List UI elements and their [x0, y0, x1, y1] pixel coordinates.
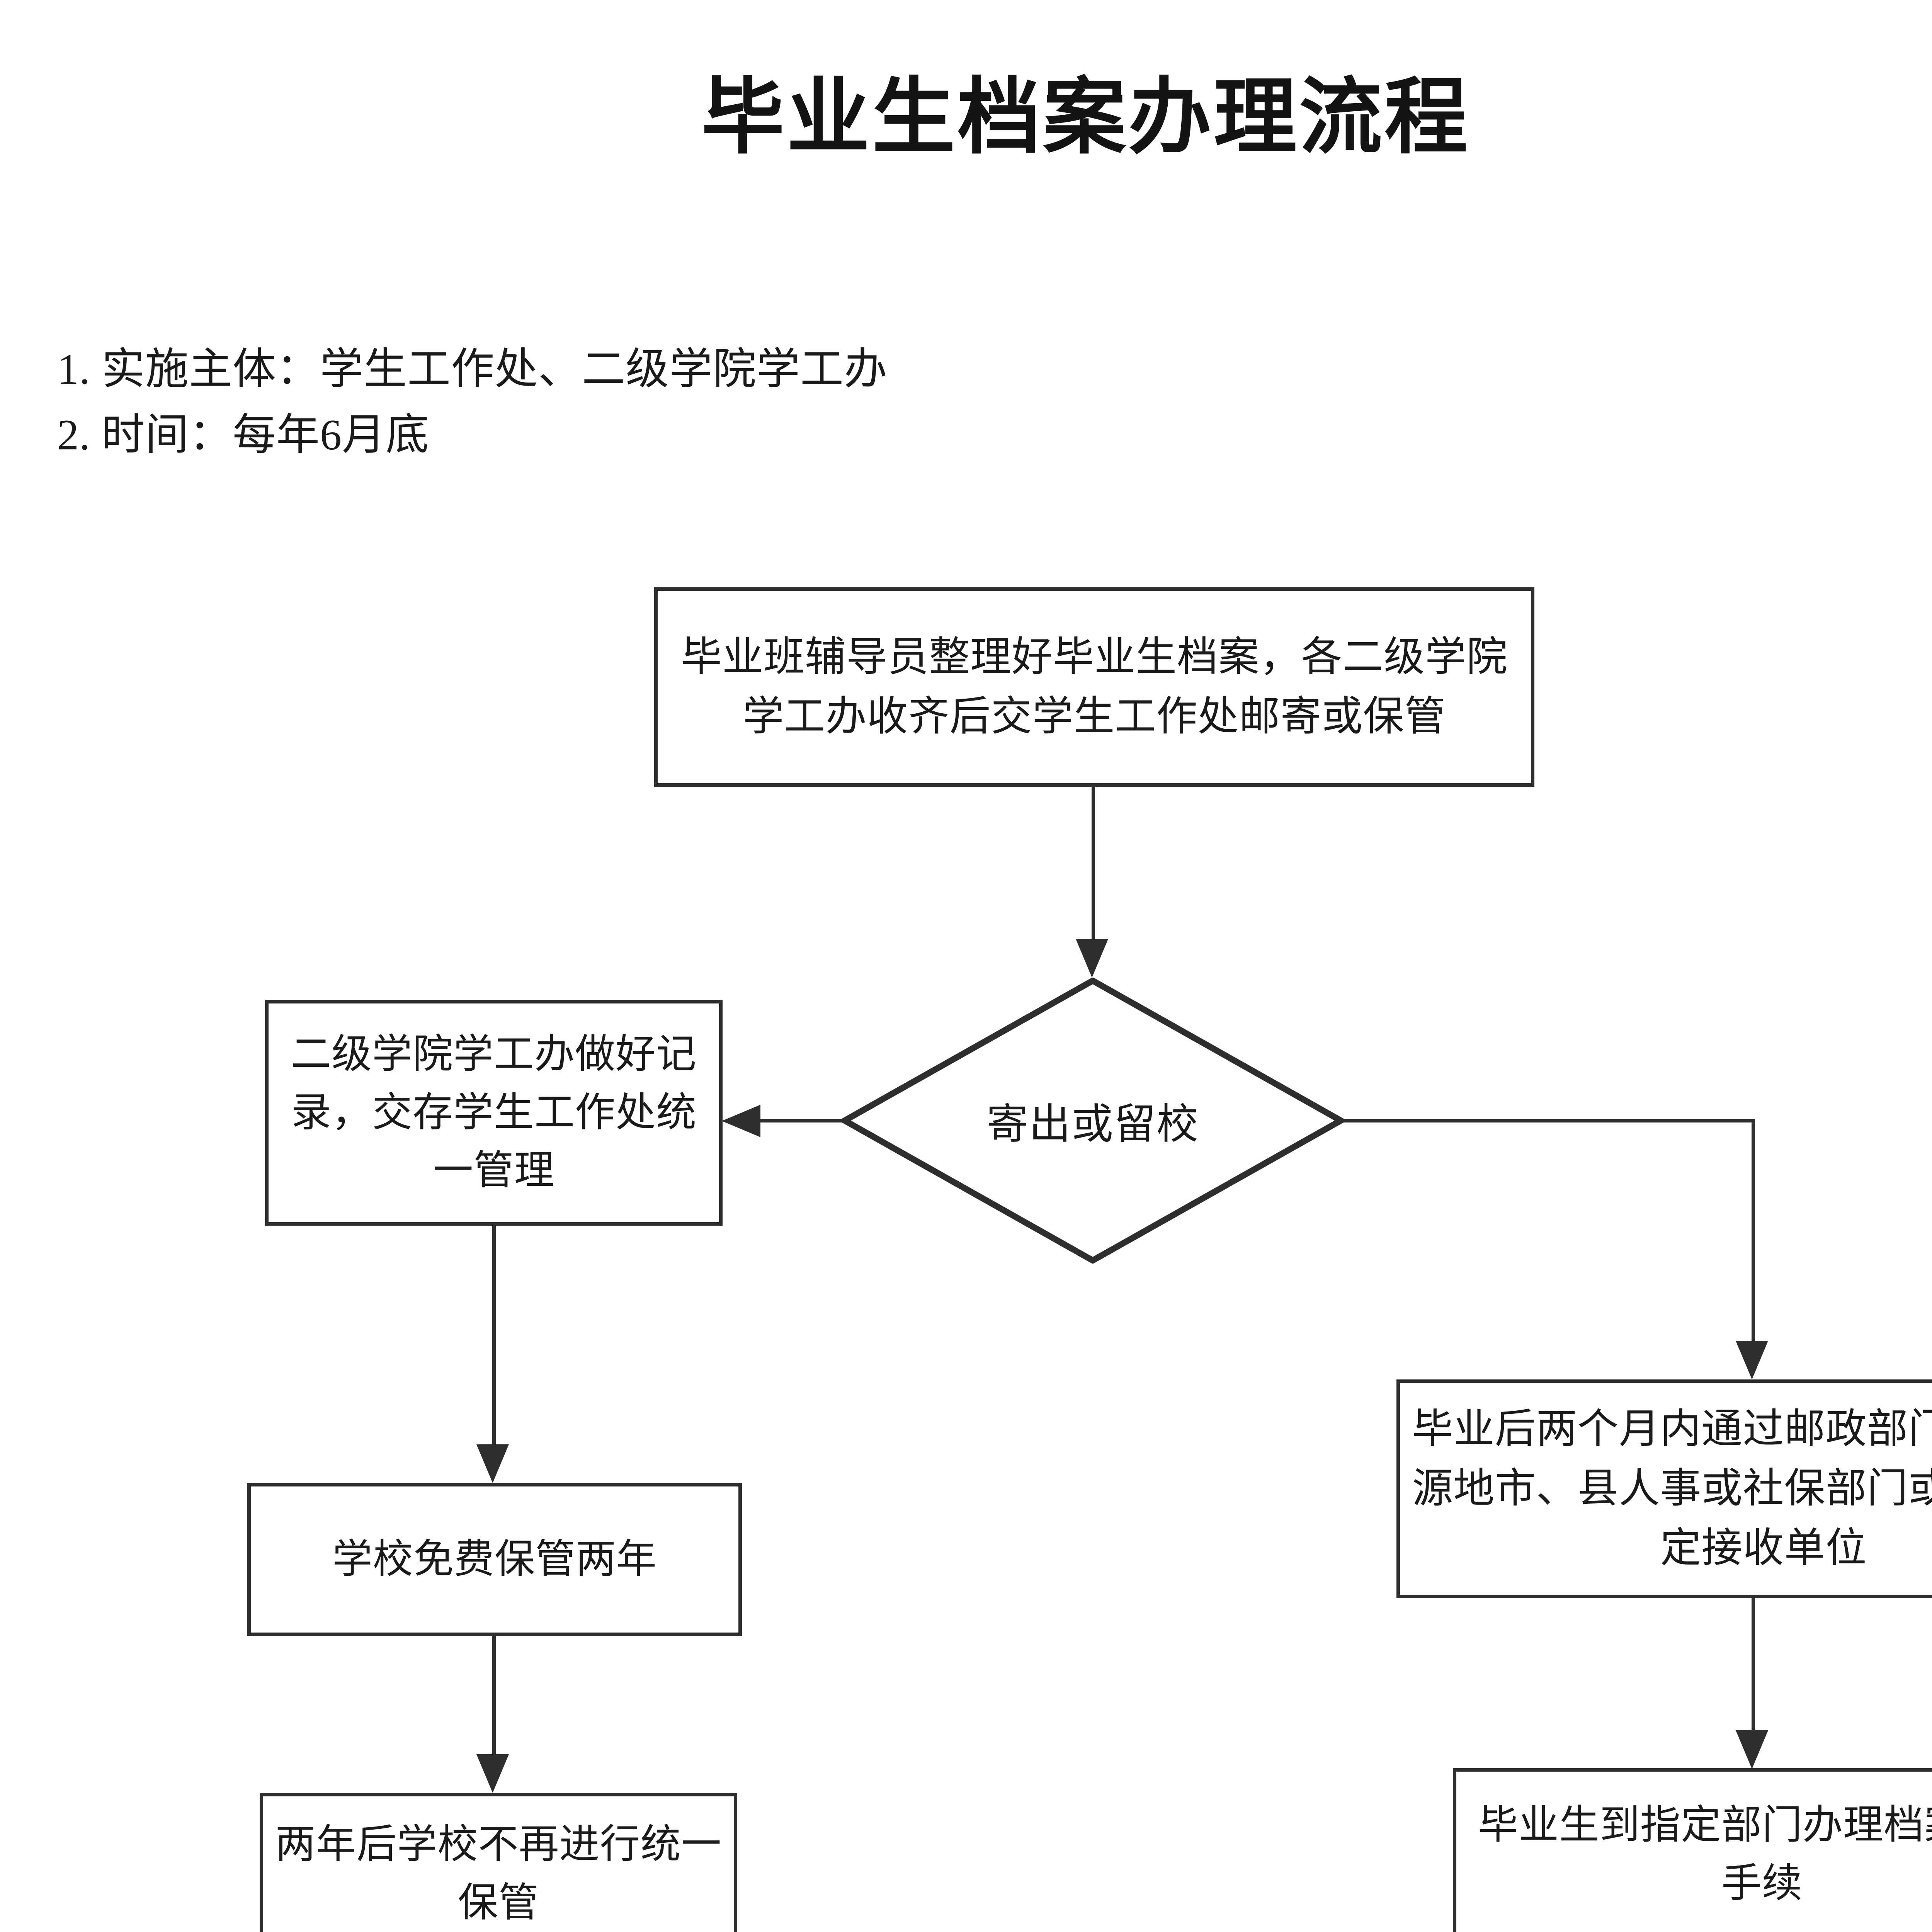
edge-collect-to-decision-line	[1092, 787, 1095, 941]
edge-decision-to-record-arrow	[722, 1105, 760, 1137]
node-decision-label: 寄出或留校	[986, 1102, 1199, 1148]
node-handover-label: 毕业生到指定部门办理档案托管手续	[1478, 1803, 1932, 1906]
edge-keep2y-to-after2y-line	[492, 1636, 496, 1756]
edge-decision-to-record-line	[758, 1119, 843, 1122]
edge-collect-to-decision-arrow	[1076, 939, 1108, 978]
page-title: 毕业生档案办理流程	[701, 70, 1470, 163]
node-after-two-years-label: 两年后学校不再进行统一保管	[275, 1822, 722, 1925]
node-handover[interactable]: 毕业生到指定部门办理档案托管手续	[1453, 1768, 1932, 1932]
diamond-shape-icon	[842, 978, 1344, 1264]
node-keep-two-years-label: 学校免费保管两年	[332, 1537, 657, 1582]
node-collect[interactable]: 毕业班辅导员整理好毕业生档案，各二级学院学工办收齐后交学生工作处邮寄或保管	[654, 587, 1534, 787]
edge-mail-to-handover-line	[1752, 1598, 1755, 1731]
edge-keep2y-to-after2y-arrow	[476, 1754, 509, 1793]
node-collect-label: 毕业班辅导员整理好毕业生档案，各二级学院学工办收齐后交学生工作处邮寄或保管	[681, 634, 1508, 739]
node-mail-archive[interactable]: 毕业后两个月内通过邮政部门邮寄回生源地市、县人事或社保部门或毕业生制定接收单位	[1396, 1379, 1932, 1598]
edge-mail-to-handover-arrow	[1736, 1730, 1768, 1769]
edge-record-to-keep2y-arrow	[476, 1444, 509, 1483]
edge-decision-to-mail-line-v	[1752, 1119, 1755, 1343]
note-line-time: 2. 时间：每年6月底	[57, 411, 429, 459]
edge-decision-to-mail-arrow	[1736, 1341, 1768, 1379]
edge-record-to-keep2y-line	[492, 1226, 496, 1446]
note-line-subject: 1. 实施主体：学生工作处、二级学院学工办	[57, 345, 888, 393]
node-record-label: 二级学院学工办做好记录，交存学生工作处统一管理	[291, 1032, 697, 1193]
node-mail-archive-label: 毕业后两个月内通过邮政部门邮寄回生源地市、县人事或社保部门或毕业生制定接收单位	[1412, 1406, 1932, 1571]
node-record[interactable]: 二级学院学工办做好记录，交存学生工作处统一管理	[265, 1000, 723, 1226]
node-decision[interactable]: 寄出或留校	[842, 978, 1344, 1264]
node-keep-two-years[interactable]: 学校免费保管两年	[247, 1483, 742, 1636]
edge-decision-to-mail-line-h	[1341, 1119, 1755, 1122]
node-after-two-years[interactable]: 两年后学校不再进行统一保管	[260, 1793, 737, 1932]
